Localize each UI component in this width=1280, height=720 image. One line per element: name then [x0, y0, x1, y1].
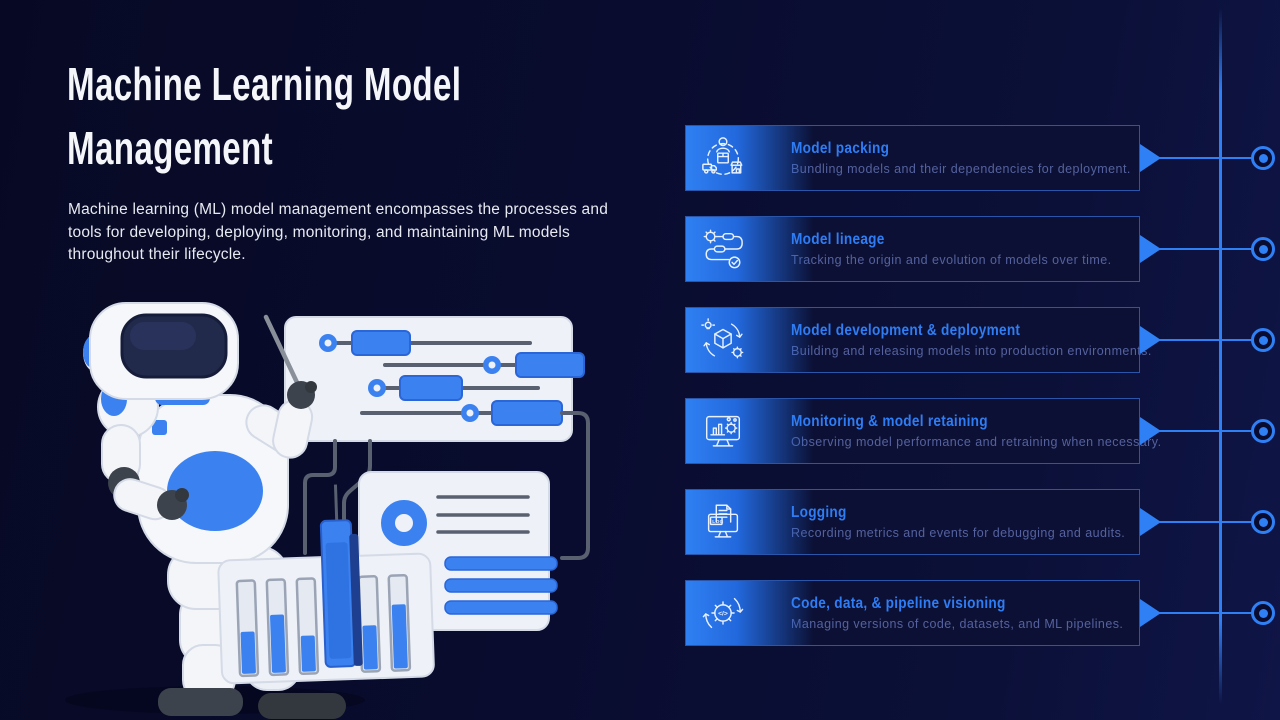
connector-wires [303, 411, 590, 560]
item-title: Model packing [791, 140, 890, 157]
page-title: Machine Learning Model Management [67, 58, 462, 174]
gantt-board [284, 316, 585, 442]
connector-line [1159, 521, 1263, 523]
item-description: Bundling models and their dependencies f… [791, 162, 1131, 176]
item-description: Tracking the origin and evolution of mod… [791, 253, 1112, 267]
item-description: Observing model performance and retraini… [791, 435, 1162, 449]
model-lineage-icon [703, 229, 743, 269]
item-title: Model development & deployment [791, 322, 1021, 339]
robot-illustration [30, 295, 670, 720]
connector-line [1159, 248, 1263, 250]
package-distribution-icon [702, 137, 743, 176]
connector-arrow [1140, 417, 1161, 445]
connector-arrow [1140, 508, 1161, 536]
timeline-vertical-line [1219, 8, 1222, 704]
item-description: Recording metrics and events for debuggi… [791, 526, 1126, 540]
item-description: Building and releasing models into produ… [791, 344, 1152, 358]
timeline-node [1251, 146, 1275, 170]
list-item-model-lineage: Model lineage Tracking the origin and ev… [685, 216, 1275, 282]
timeline-node [1251, 510, 1275, 534]
intro-paragraph: Machine learning (ML) model management e… [68, 201, 609, 263]
list-item-model-packing: Model packing Bundling models and their … [685, 125, 1275, 191]
item-title: Model lineage [791, 231, 885, 248]
timeline-node [1251, 237, 1275, 261]
item-description: Managing versions of code, datasets, and… [791, 617, 1124, 631]
feature-list: Model packing Bundling models and their … [685, 125, 1275, 646]
list-item-logging: LOG Logging Recording metrics and events… [685, 489, 1275, 555]
item-title: Monitoring & model retaining [791, 413, 988, 430]
connector-line [1159, 339, 1263, 341]
list-item-versioning: </> Code, data, & pipeline visioning Man… [685, 580, 1275, 646]
connector-arrow [1140, 326, 1161, 354]
bar-tray [217, 484, 435, 685]
connector-line [1159, 612, 1263, 614]
item-title: Logging [791, 504, 847, 521]
svg-text:</>: </> [718, 610, 728, 617]
item-title: Code, data, & pipeline visioning [791, 595, 1006, 612]
svg-text:LOG: LOG [712, 519, 724, 525]
timeline-node [1251, 328, 1275, 352]
timeline-node [1251, 419, 1275, 443]
connector-arrow [1140, 144, 1161, 172]
versioning-gear-icon: </> [702, 597, 744, 629]
connector-line [1159, 430, 1263, 432]
connector-line [1159, 157, 1263, 159]
connector-arrow [1140, 599, 1161, 627]
log-document-icon: LOG [707, 504, 739, 538]
list-item-monitoring-retraining: Monitoring & model retaining Observing m… [685, 398, 1275, 464]
connector-arrow [1140, 235, 1161, 263]
list-item-development-deployment: Model development & deployment Building … [685, 307, 1275, 373]
monitor-chart-icon [705, 415, 741, 447]
robot-charts-graphic [65, 302, 590, 719]
deploy-cube-icon [701, 318, 744, 359]
timeline-node [1251, 601, 1275, 625]
